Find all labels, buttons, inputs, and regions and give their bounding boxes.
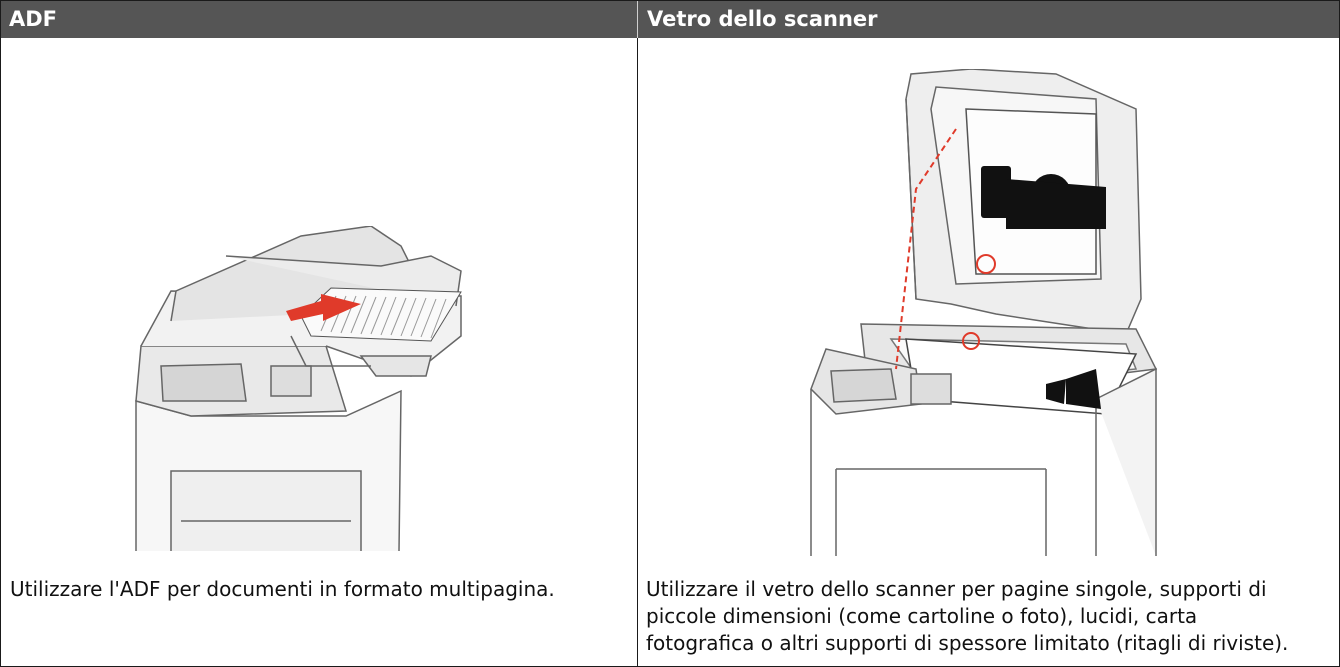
header-divider: [637, 1, 638, 38]
column-divider: [637, 1, 638, 666]
caption-scanner-line-3: fotografica o altri supporti di spessore…: [646, 631, 1289, 655]
caption-scanner-line-1: Utilizzare il vetro dello scanner per pa…: [646, 577, 1267, 601]
adf-printer-illustration: [135, 226, 462, 552]
caption-scanner-glass: Utilizzare il vetro dello scanner per pa…: [646, 576, 1288, 657]
caption-adf: Utilizzare l'ADF per documenti in format…: [10, 576, 555, 603]
caption-scanner-line-2: piccole dimensioni (come cartoline o fot…: [646, 604, 1198, 628]
header-adf: ADF: [9, 7, 58, 31]
caption-adf-line: Utilizzare l'ADF per documenti in format…: [10, 577, 555, 601]
header-scanner-glass: Vetro dello scanner: [647, 7, 878, 31]
scanner-glass-illustration: [810, 69, 1158, 556]
table-header-row: ADF Vetro dello scanner: [1, 1, 1339, 38]
